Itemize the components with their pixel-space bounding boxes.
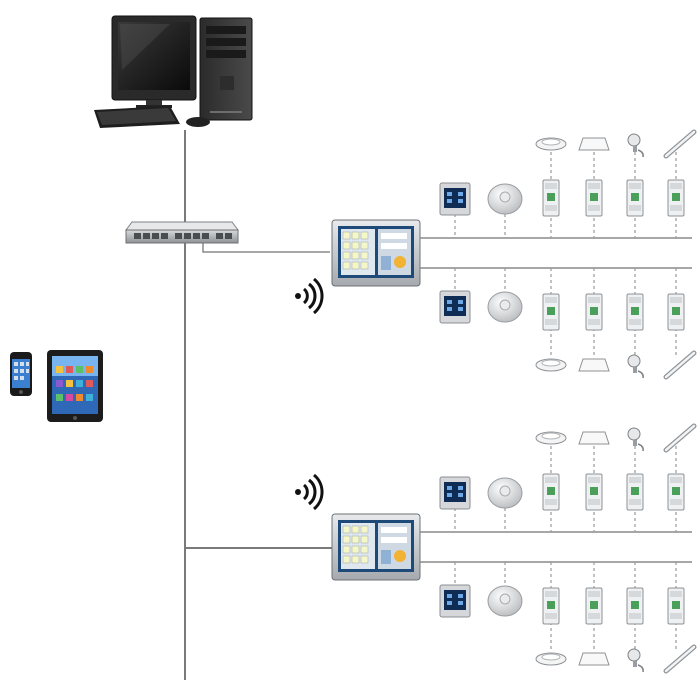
wall-keypad-icon	[439, 476, 471, 510]
ceiling-light-icon	[535, 431, 567, 445]
spotlight-icon	[627, 648, 644, 673]
linear-light-icon	[666, 426, 694, 450]
linear-light-icon	[666, 132, 694, 156]
zone-1-upper-devices	[439, 132, 694, 217]
touch-control-panel-icon	[331, 219, 421, 287]
smartphone-icon	[10, 352, 32, 396]
network-switch-icon	[125, 221, 239, 244]
wall-keypad-icon	[439, 584, 471, 618]
spotlight-icon	[627, 354, 644, 379]
din-module-icon	[667, 293, 685, 331]
din-module-icon	[667, 587, 685, 625]
din-module-icon	[585, 293, 603, 331]
ceiling-sensor-icon	[487, 291, 523, 323]
ceiling-light-icon	[535, 652, 567, 666]
din-module-icon	[626, 473, 644, 511]
din-module-icon	[542, 179, 560, 217]
bus-lines-zone-2	[420, 531, 692, 563]
din-module-icon	[626, 293, 644, 331]
panel-light-icon	[578, 137, 610, 151]
panel-light-icon	[578, 358, 610, 372]
touch-control-panel-icon	[331, 513, 421, 581]
ceiling-sensor-icon	[487, 183, 523, 215]
panel-light-icon	[578, 652, 610, 666]
linear-light-icon	[666, 353, 694, 377]
ceiling-light-icon	[535, 137, 567, 151]
din-module-icon	[667, 473, 685, 511]
din-module-icon	[626, 179, 644, 217]
ceiling-light-icon	[535, 358, 567, 372]
tablet-icon	[47, 350, 103, 422]
din-module-icon	[667, 179, 685, 217]
ceiling-sensor-icon	[487, 477, 523, 509]
panel-light-icon	[578, 431, 610, 445]
din-module-icon	[542, 587, 560, 625]
din-module-icon	[585, 179, 603, 217]
wireless-signal-icon	[293, 473, 324, 511]
din-module-icon	[542, 293, 560, 331]
wall-keypad-icon	[439, 182, 471, 216]
din-module-icon	[585, 473, 603, 511]
din-module-icon	[585, 587, 603, 625]
trunk-lines	[184, 130, 332, 680]
zone-1-lower-devices	[439, 290, 694, 379]
wall-keypad-icon	[439, 290, 471, 324]
linear-light-icon	[666, 647, 694, 671]
zone-2-upper-devices	[439, 426, 694, 511]
din-module-icon	[626, 587, 644, 625]
desktop-computer-icon	[94, 15, 253, 128]
zone-2-lower-devices	[439, 584, 694, 673]
bus-lines-zone-1	[420, 237, 692, 269]
ceiling-sensor-icon	[487, 585, 523, 617]
wireless-signal-icon	[293, 277, 324, 315]
din-module-icon	[542, 473, 560, 511]
